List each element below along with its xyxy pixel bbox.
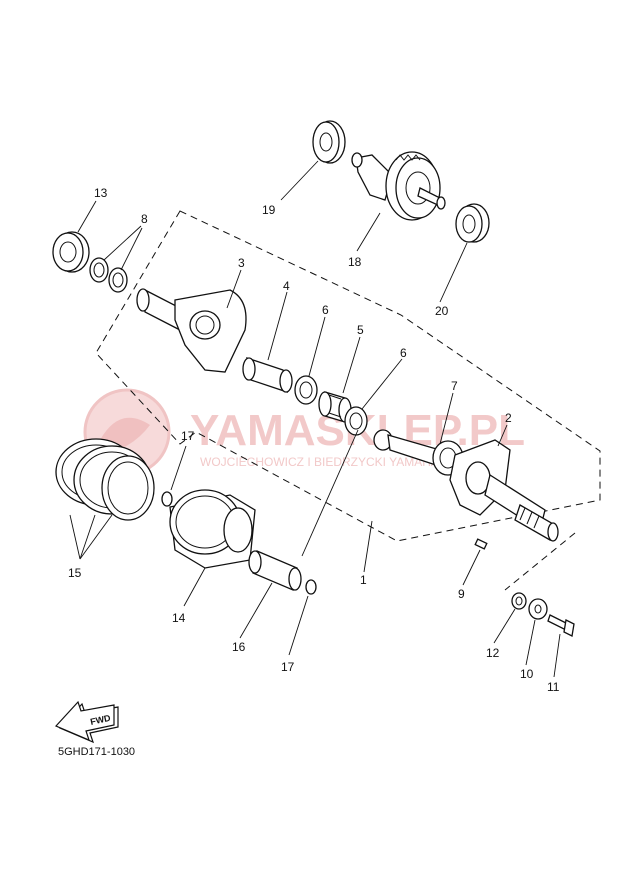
callout-18: 18 bbox=[348, 255, 362, 269]
piston-pin-16 bbox=[248, 550, 302, 591]
callout-7: 7 bbox=[451, 379, 458, 393]
piston-rings-15 bbox=[55, 438, 155, 521]
callout-1: 1 bbox=[360, 573, 367, 587]
callout-5: 5 bbox=[357, 323, 364, 337]
callout-12: 12 bbox=[486, 646, 500, 660]
crank-half-3 bbox=[136, 288, 247, 373]
callout-2: 2 bbox=[505, 411, 512, 425]
callout-20: 20 bbox=[435, 304, 449, 318]
callout-3: 3 bbox=[238, 256, 245, 270]
washer-10 bbox=[528, 598, 548, 620]
assembly-outline bbox=[95, 210, 601, 542]
balancer-shaft-18 bbox=[351, 151, 446, 221]
shims-8 bbox=[89, 257, 128, 293]
callout-10: 10 bbox=[520, 667, 534, 681]
bearing-13 bbox=[52, 231, 90, 273]
diagram-code: 5GHD171-1030 bbox=[58, 746, 135, 758]
washer-6a bbox=[294, 375, 318, 405]
washer-6b bbox=[344, 406, 368, 436]
callout-9: 9 bbox=[458, 587, 465, 601]
callout-6a: 6 bbox=[322, 303, 329, 317]
crank-pin-4 bbox=[242, 357, 293, 393]
key-9 bbox=[474, 538, 488, 550]
callout-15: 15 bbox=[68, 566, 82, 580]
crank-half-2 bbox=[449, 439, 559, 542]
callout-11: 11 bbox=[547, 680, 560, 694]
callout-8: 8 bbox=[141, 212, 148, 226]
callout-16: 16 bbox=[232, 640, 246, 654]
washer-12 bbox=[511, 592, 527, 610]
bearing-19 bbox=[312, 120, 346, 164]
assembly-outline-extension bbox=[504, 532, 576, 591]
fwd-arrow-icon: FWD bbox=[54, 700, 119, 744]
callouts: 13 8 3 4 6 5 6 7 2 19 18 20 17 15 14 16 … bbox=[68, 186, 560, 694]
bearing-20 bbox=[455, 203, 490, 243]
callout-17a: 17 bbox=[181, 429, 195, 443]
callout-17b: 17 bbox=[281, 660, 295, 674]
circlip-17b bbox=[305, 579, 317, 595]
fwd-label: FWD bbox=[89, 713, 112, 727]
watermark-tagline: WOJCIECHOWICZ I BIEDRZYCKI YAMAHA bbox=[200, 455, 439, 469]
callout-4: 4 bbox=[283, 279, 290, 293]
bolt-11 bbox=[547, 614, 575, 637]
circlip-17a bbox=[161, 491, 173, 507]
callout-13: 13 bbox=[94, 186, 108, 200]
callout-19: 19 bbox=[262, 203, 276, 217]
callout-14: 14 bbox=[172, 611, 186, 625]
piston-14 bbox=[169, 489, 256, 569]
callout-6b: 6 bbox=[400, 346, 407, 360]
leader-lines bbox=[69, 160, 561, 678]
